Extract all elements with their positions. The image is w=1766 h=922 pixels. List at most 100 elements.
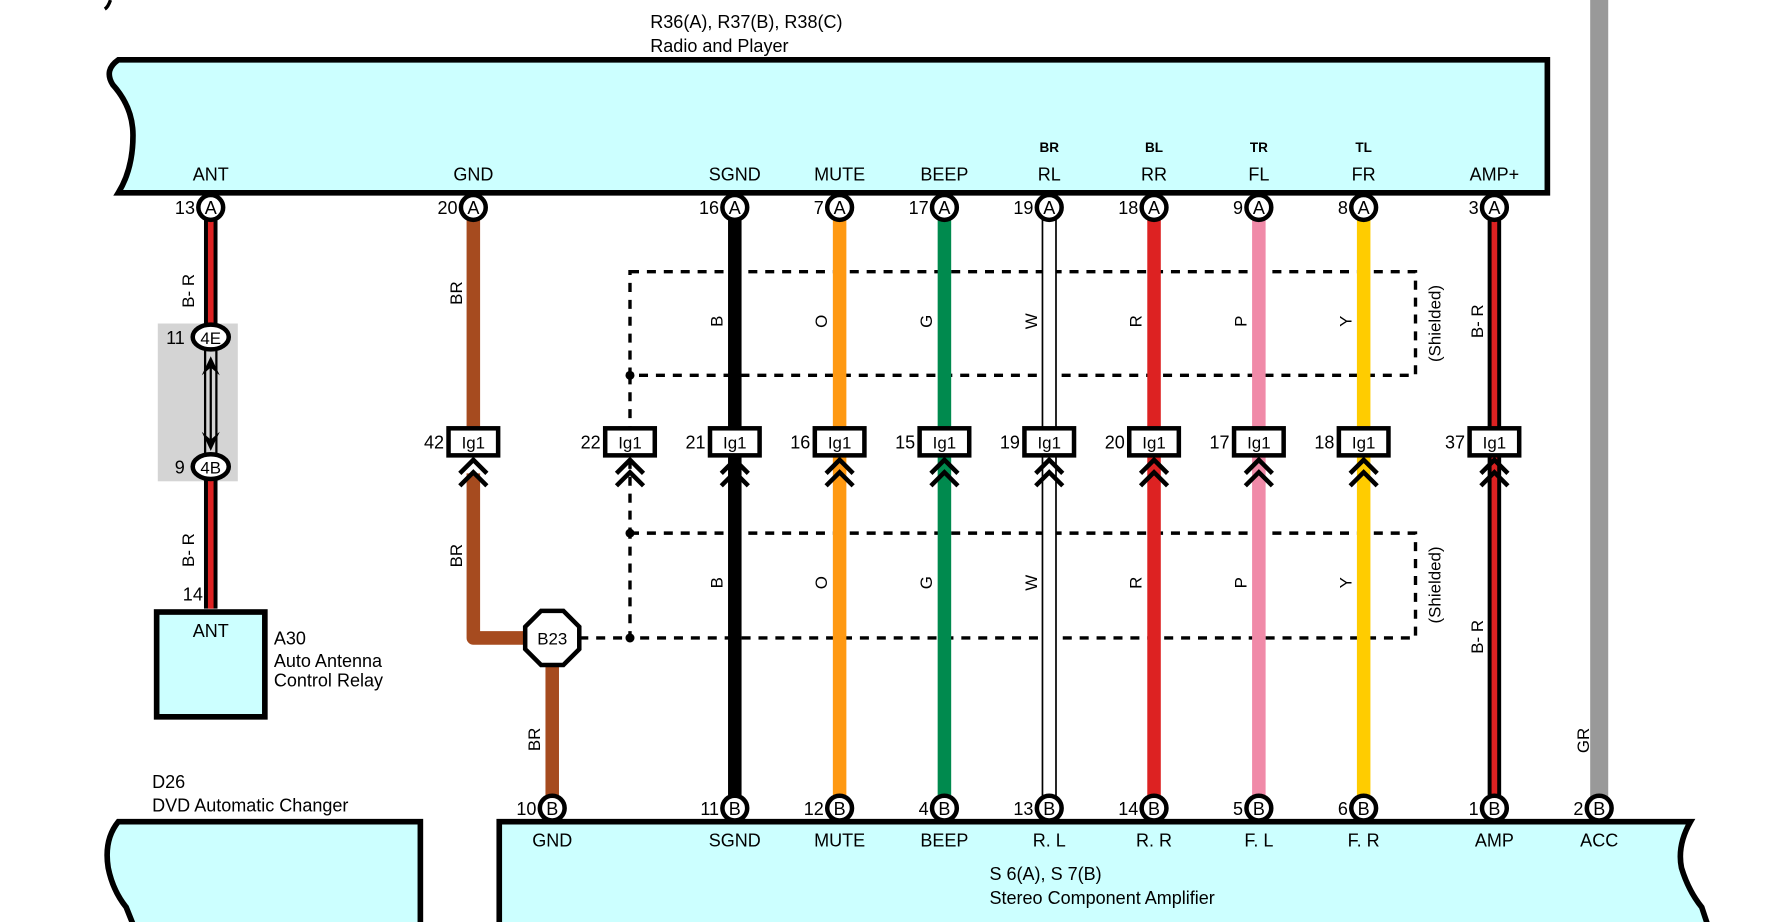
junction-connector [812, 426, 867, 458]
antenna-inline-upper [190, 322, 232, 352]
junction-connector [707, 426, 762, 458]
wire-code-gnd: BR [447, 544, 466, 567]
junction-chevron-icon [614, 456, 646, 488]
wire-code-sgnd: B [707, 577, 726, 588]
junction-connector [446, 426, 501, 458]
antenna-inline-connector-bg [157, 323, 238, 482]
arrow-down-icon [201, 431, 220, 451]
wire-code-amp: B- R [1468, 304, 1487, 338]
relay-id: A30 [274, 629, 306, 649]
top-fr-pin-number: 8 [1338, 198, 1348, 218]
bottom-pin-pin [720, 793, 750, 823]
junction-chevron-icon [1348, 456, 1379, 488]
junction-chevron-icon [824, 456, 855, 488]
top-beep-pin-number: 17 [909, 198, 929, 218]
top-pin-label: RR [1141, 164, 1167, 184]
dvd-changer-connector [104, 818, 424, 922]
top-ant-pin [196, 192, 226, 223]
antenna-inline-upper-conn: 4E [200, 329, 221, 348]
junction-chevron-icon [1034, 456, 1065, 488]
top-sgnd-pin-letter: A [729, 198, 741, 218]
bottom-pin-pin-number: 14 [1118, 799, 1138, 819]
shielded-label-lower: (Shielded) [1425, 546, 1444, 623]
wire-code-rr: R [1127, 577, 1146, 589]
top-amp+-pin-letter: A [1488, 198, 1500, 218]
junction-chevron-icon [1138, 456, 1170, 488]
bottom-pin-pin-letter: B [729, 799, 741, 819]
relay-pin-number: 14 [183, 585, 203, 605]
bottom-pin-pin-number: 11 [700, 799, 719, 819]
junction-pin-number: 42 [424, 433, 444, 453]
top-pin-sublabel: TL [1355, 140, 1372, 155]
top-rl-pin-number: 19 [1013, 198, 1033, 218]
amplifier-connector-name: Stereo Component Amplifier [990, 888, 1215, 908]
top-fl-pin [1244, 192, 1274, 223]
shield-box-lower [628, 531, 1418, 640]
bottom-pin-label: ACC [1580, 830, 1618, 850]
junction-connector [1126, 426, 1182, 458]
top-pin-label: MUTE [814, 164, 865, 184]
top-pin-sublabel: BL [1145, 140, 1163, 155]
junction-label: Ig1 [462, 434, 485, 453]
junction-chevron-icon [929, 456, 960, 488]
wire-code-mute: O [812, 576, 831, 589]
bottom-pin-pin-number: 1 [1469, 799, 1479, 819]
shield-junction-dot [625, 528, 635, 538]
junction-label: Ig1 [1483, 434, 1506, 453]
bottom-pin-label: R. L [1033, 830, 1066, 850]
top-pin-label: FR [1352, 164, 1376, 184]
wire-code-rl: W [1022, 575, 1041, 591]
bottom-pin-label: SGND [709, 830, 761, 850]
top-rl-pin-letter: A [1043, 198, 1055, 218]
top-ant-pin-number: 13 [175, 198, 195, 218]
top-pin-label: RL [1038, 164, 1061, 184]
junction-label: Ig1 [723, 434, 746, 453]
junction-pin-number: 18 [1314, 433, 1334, 453]
junction-pin-number: 19 [1000, 433, 1020, 453]
junction-label: Ig1 [618, 434, 641, 453]
relay-pin-label: ANT [193, 621, 229, 641]
bottom-pin-pin-letter: B [938, 799, 950, 819]
bottom-pin-pin-letter: B [1358, 799, 1370, 819]
wire-code-sgnd: B [707, 316, 726, 327]
top-fl-pin-number: 9 [1233, 198, 1243, 218]
junction-connector [1336, 426, 1391, 458]
junction-pin-number: 15 [895, 433, 915, 453]
junction-label: Ig1 [1037, 434, 1060, 453]
bottom-pin-pin-number: 13 [1013, 799, 1033, 819]
bottom-pin-label: AMP [1475, 830, 1514, 850]
bottom-pin-pin-number: 2 [1573, 799, 1583, 819]
bottom-pin-pin-letter: B [1148, 799, 1160, 819]
bottom-pin-pin-letter: B [1593, 799, 1605, 819]
wire-code-rl: W [1022, 313, 1041, 329]
bottom-pin-pin-letter: B [1043, 799, 1055, 819]
top-pin-label: FL [1248, 164, 1269, 184]
bottom-pin-pin [929, 793, 960, 823]
junction-label: Ig1 [1247, 434, 1270, 453]
wire-code-beep: G [917, 315, 936, 328]
top-ant-pin-letter: A [205, 198, 217, 218]
bottom-pin-pin-number: 5 [1233, 799, 1243, 819]
wire-code-fr: Y [1336, 316, 1355, 327]
bottom-pin-pin-letter: B [1253, 799, 1265, 819]
junction-label: Ig1 [933, 434, 956, 453]
amplifier-connector-id: S 6(A), S 7(B) [990, 864, 1102, 884]
shield-junction-dot [625, 633, 635, 643]
bottom-pin-pin-number: 10 [516, 799, 536, 819]
junction-connector [602, 426, 658, 458]
bottom-pin-label: MUTE [814, 830, 865, 850]
bottom-pin-pin-letter: B [1488, 799, 1500, 819]
bottom-pin-pin-letter: B [546, 799, 558, 819]
auto-antenna-relay [153, 609, 268, 720]
bottom-pin-pin [1244, 793, 1274, 823]
junction-chevron-icon [458, 456, 489, 488]
junction-pin-number: 37 [1445, 433, 1465, 453]
junction-chevron-icon [1243, 456, 1274, 488]
top-amp+-pin-number: 3 [1469, 198, 1479, 218]
top-sgnd-pin-number: 16 [699, 198, 719, 218]
bottom-pin-pin-number: 4 [919, 799, 929, 819]
top-amp+-pin [1479, 192, 1510, 223]
junction-pin-number: 20 [1105, 433, 1125, 453]
radio-connector-id: R36(A), R37(B), R38(C) [650, 12, 842, 32]
